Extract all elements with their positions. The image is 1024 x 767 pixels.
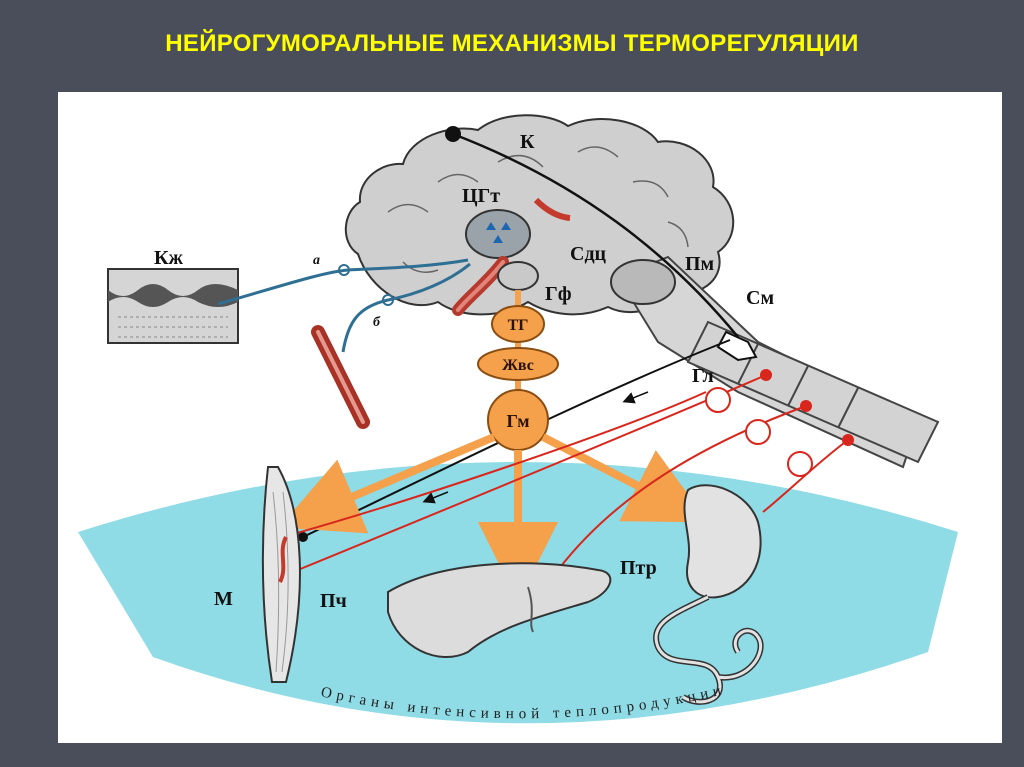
label-path-b: б	[373, 315, 381, 330]
receptor-a	[338, 264, 350, 276]
muscle-fibers	[272, 491, 289, 673]
pituitary-vessel-highlight	[456, 260, 505, 312]
thermoregulation-diagram: ТГ Жвс Гм К ЦГт Сдц Пм См Гф Кж Гл М Пч …	[78, 114, 958, 724]
node-tg	[491, 305, 545, 343]
medulla-ellipse	[610, 259, 676, 305]
label-cortex: К	[520, 131, 535, 153]
label-path-a: а	[313, 253, 320, 268]
label-spinal: См	[746, 287, 774, 309]
diagram-panel: ТГ Жвс Гм К ЦГт Сдц Пм См Гф Кж Гл М Пч …	[58, 92, 1002, 743]
node-tg-label: ТГ	[508, 317, 529, 334]
muscle-vessel	[278, 536, 288, 583]
afferent-path-b	[341, 262, 471, 353]
center-triangle	[493, 235, 503, 243]
label-ganglion: Гл	[692, 365, 714, 387]
hormone-to-gut	[541, 433, 709, 523]
label-skin: Кж	[154, 247, 184, 269]
sympathetic-ganglia	[705, 369, 854, 477]
stomach	[683, 484, 762, 599]
skin-epidermis	[108, 284, 238, 307]
center-triangle	[501, 222, 511, 230]
blood-vessel-highlight	[316, 330, 365, 424]
brain-gyri	[387, 146, 689, 276]
liver-vessel	[527, 586, 534, 633]
hypophysis	[497, 261, 539, 291]
label-medulla: Пм	[685, 253, 714, 275]
center-triangle	[486, 222, 496, 230]
node-zhvs	[477, 347, 559, 381]
liver	[387, 562, 612, 658]
label-gut: Птр	[620, 557, 657, 579]
node-zhvs-label: Жвс	[502, 357, 534, 374]
label-vasomotor: Сдц	[570, 243, 607, 265]
thermo-vessel	[533, 197, 571, 221]
direction-arrow	[422, 491, 449, 504]
direction-arrow	[622, 391, 649, 404]
slide-title: НЕЙРОГУМОРАЛЬНЫЕ МЕХАНИЗМЫ ТЕРМОРЕГУЛЯЦИ…	[165, 30, 859, 57]
label-muscle: М	[214, 588, 233, 610]
intestine-fill	[654, 595, 763, 704]
hormone-to-muscle	[279, 433, 496, 534]
label-thermo-center: ЦГт	[462, 185, 500, 207]
receptor-b	[382, 294, 394, 306]
label-liver: Пч	[320, 590, 347, 612]
afferent-path-a	[217, 258, 469, 306]
skin-texture	[118, 316, 228, 338]
motor-end-point	[298, 532, 308, 542]
label-hypophysis: Гф	[545, 283, 572, 305]
node-gm-label: Гм	[506, 411, 529, 431]
thermoregulation-center	[465, 209, 531, 259]
cortical-tract	[452, 132, 739, 338]
